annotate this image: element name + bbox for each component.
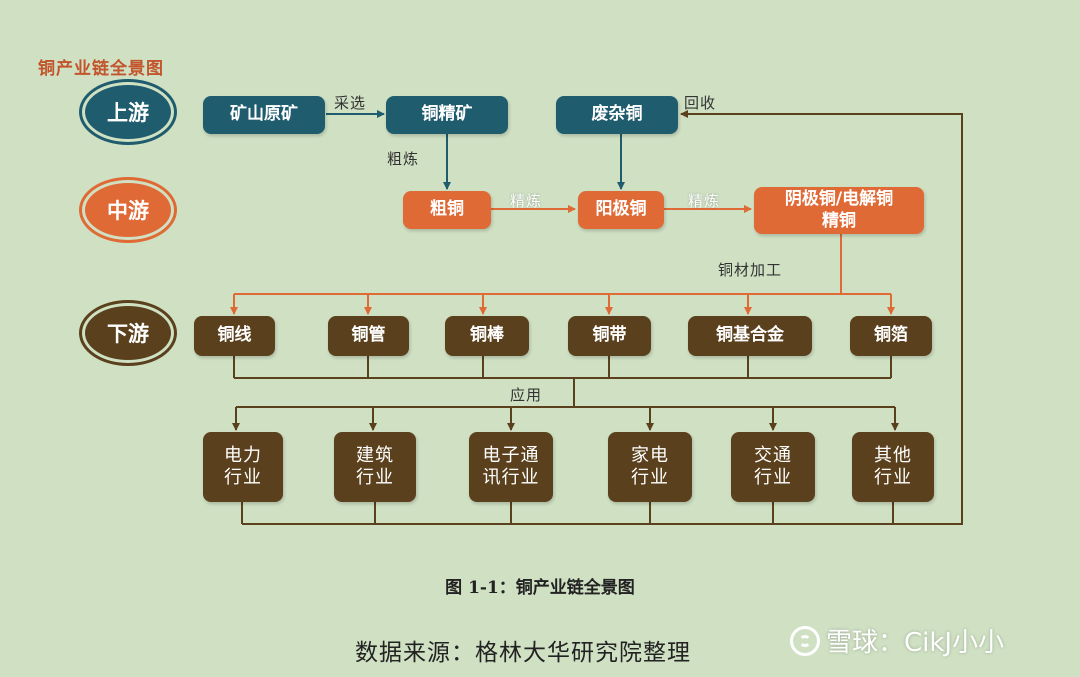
node-cathode-line1: 阴极铜/电解铜 <box>784 189 894 210</box>
label-rough-smelting: 粗炼 <box>387 150 420 168</box>
tier-upstream: 上游 <box>82 82 174 142</box>
industry-transport: 交通 行业 <box>731 432 815 502</box>
watermark: 雪球：CikJ小小 <box>790 622 1004 659</box>
industry-construction-line1: 建筑 <box>356 444 394 466</box>
tier-downstream: 下游 <box>82 303 174 363</box>
figure-caption: 图 1-1：铜产业链全景图 <box>445 578 635 598</box>
node-cathode-line2: 精铜 <box>822 210 856 231</box>
industry-construction: 建筑 行业 <box>334 432 416 502</box>
industry-electronics: 电子通 讯行业 <box>469 432 553 502</box>
edge-recycle-loop <box>241 110 963 525</box>
label-application: 应用 <box>510 386 543 404</box>
data-source: 数据来源：格林大华研究院整理 <box>355 640 691 666</box>
label-processing: 铜材加工 <box>718 261 783 279</box>
product-wire: 铜线 <box>194 316 275 356</box>
product-foil: 铜箔 <box>850 316 932 356</box>
product-tube: 铜管 <box>328 316 409 356</box>
label-refining-1: 精炼 <box>510 192 543 210</box>
edge-processing-drops <box>230 294 895 315</box>
product-strip: 铜带 <box>568 316 651 356</box>
diagram-title: 铜产业链全景图 <box>38 59 164 79</box>
product-rod: 铜棒 <box>445 316 529 356</box>
industry-appliance-line2: 行业 <box>631 467 669 488</box>
node-anode: 阳极铜 <box>578 191 664 229</box>
industry-appliance-line1: 家电 <box>631 444 669 466</box>
label-recycle: 回收 <box>684 94 717 112</box>
industry-electronics-line1: 电子通 <box>482 444 540 466</box>
industry-power: 电力 行业 <box>203 432 283 502</box>
node-cathode: 阴极铜/电解铜 精铜 <box>754 187 924 234</box>
industry-transport-line2: 行业 <box>754 467 792 488</box>
node-concentrate: 铜精矿 <box>386 96 508 134</box>
industry-transport-line1: 交通 <box>754 444 792 466</box>
edge-application-drops <box>232 407 899 431</box>
industry-electronics-line2: 讯行业 <box>482 467 540 488</box>
tier-midstream: 中游 <box>82 180 174 240</box>
industry-other-line2: 行业 <box>874 467 912 488</box>
snowball-logo-icon <box>790 625 820 656</box>
industry-power-line1: 电力 <box>224 444 262 466</box>
edge-products-merge <box>233 356 892 407</box>
label-beneficiation: 采选 <box>334 94 367 112</box>
industry-construction-line2: 行业 <box>356 467 394 488</box>
industry-appliance: 家电 行业 <box>608 432 692 502</box>
node-blister: 粗铜 <box>403 191 491 229</box>
industry-power-line2: 行业 <box>224 467 262 488</box>
watermark-text: 雪球：CikJ小小 <box>826 628 1005 658</box>
node-ore: 矿山原矿 <box>203 96 325 134</box>
product-alloy: 铜基合金 <box>688 316 812 356</box>
node-scrap: 废杂铜 <box>556 96 678 134</box>
industry-other-line1: 其他 <box>874 444 912 466</box>
industry-other: 其他 行业 <box>852 432 934 502</box>
label-refining-2: 精炼 <box>688 192 721 210</box>
